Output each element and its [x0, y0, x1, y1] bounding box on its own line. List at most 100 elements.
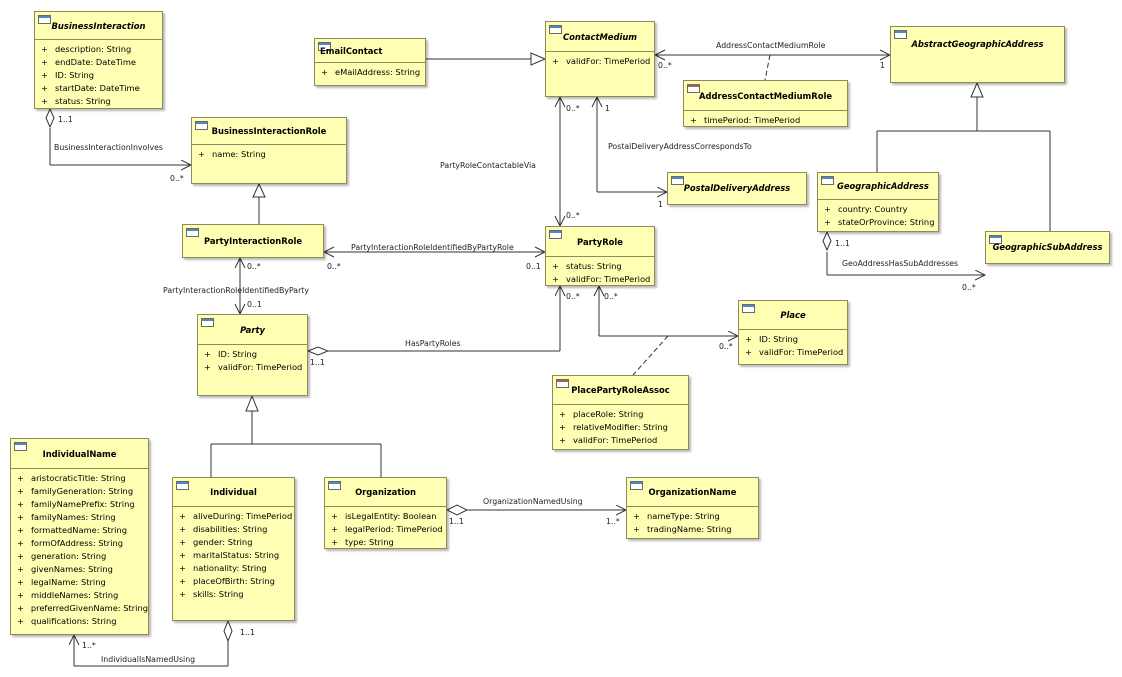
class-postal-delivery-address[interactable]: PostalDeliveryAddress: [667, 172, 807, 205]
assoc-label-organization-named-using: OrganizationNamedUsing: [483, 497, 583, 506]
pir-generalization-triangle: [252, 182, 266, 198]
class-name: PlacePartyRoleAssoc: [571, 385, 670, 395]
class-geographic-sub-address[interactable]: GeographicSubAddress: [985, 231, 1110, 264]
attribute-row[interactable]: +country: Country: [818, 203, 938, 216]
class-address-contact-medium-role[interactable]: AddressContactMediumRole+timePeriod: Tim…: [683, 80, 848, 127]
attribute-row[interactable]: +relativeModifier: String: [553, 421, 688, 434]
visibility-marker: +: [17, 512, 24, 522]
class-party[interactable]: Party+ID: String+validFor: TimePeriod: [197, 314, 308, 396]
assoc-label-party-interaction-role-identified-by-party: PartyInteractionRoleIdentifiedByParty: [163, 286, 309, 295]
attribute-row[interactable]: +placeOfBirth: String: [173, 575, 294, 588]
attribute-text: nameType: String: [647, 511, 720, 521]
attribute-row[interactable]: +preferredGivenName: String: [11, 602, 148, 615]
association-class-icon: [687, 84, 700, 93]
multiplicity: 0..1: [526, 262, 541, 271]
attribute-row[interactable]: +type: String: [325, 536, 446, 549]
class-business-interaction-role[interactable]: BusinessInteractionRole+name: String: [191, 117, 347, 184]
visibility-marker: +: [331, 524, 338, 534]
visibility-marker: +: [559, 422, 566, 432]
attribute-row[interactable]: +endDate: DateTime: [35, 56, 162, 69]
visibility-marker: +: [633, 524, 640, 534]
attribute-row[interactable]: +familyNamePrefix: String: [11, 498, 148, 511]
attribute-text: stateOrProvince: String: [838, 217, 935, 227]
visibility-marker: +: [552, 261, 559, 271]
class-icon: [821, 176, 834, 185]
attribute-text: name: String: [212, 149, 266, 159]
attribute-row[interactable]: +eMailAddress: String: [315, 66, 425, 79]
attribute-row[interactable]: + legalPeriod: TimePeriod: [325, 523, 446, 536]
attribute-row[interactable]: +disabilities: String: [173, 523, 294, 536]
attribute-text: formOfAddress: String: [31, 538, 124, 548]
attribute-row[interactable]: +gender: String: [173, 536, 294, 549]
attribute-row[interactable]: +validFor: TimePeriod: [198, 361, 307, 374]
class-abstract-geographic-address[interactable]: AbstractGeographicAddress: [890, 26, 1065, 83]
multiplicity: 0..*: [604, 292, 618, 301]
attribute-row[interactable]: + stateOrProvince: String: [818, 216, 938, 229]
attribute-row[interactable]: +placeRole: String: [553, 408, 688, 421]
visibility-marker: +: [824, 217, 831, 227]
class-place[interactable]: Place+ID: String+validFor: TimePeriod: [738, 300, 848, 365]
attribute-text: status: String: [566, 261, 622, 271]
class-name: Individual: [210, 487, 257, 497]
attribute-row[interactable]: +ID: String: [739, 333, 847, 346]
visibility-marker: +: [17, 564, 24, 574]
attribute-row[interactable]: +description: String: [35, 43, 162, 56]
class-place-party-role-assoc[interactable]: PlacePartyRoleAssoc +placeRole: String+re…: [552, 375, 689, 450]
attribute-row[interactable]: + name: String: [192, 148, 346, 161]
class-party-role[interactable]: PartyRole+status: String+validFor: TimeP…: [545, 226, 655, 286]
attribute-row[interactable]: +skills: String: [173, 588, 294, 601]
class-name: OrganizationName: [648, 487, 737, 497]
visibility-marker: +: [179, 563, 186, 573]
class-icon: [176, 481, 189, 490]
attribute-row[interactable]: +aliveDuring: TimePeriod: [173, 510, 294, 523]
visibility-marker: +: [321, 67, 328, 77]
attribute-row[interactable]: + status: String: [546, 260, 654, 273]
class-organization[interactable]: Organization+isLegalEntity: Boolean+lega…: [324, 477, 447, 549]
attribute-row[interactable]: +legalName: String: [11, 576, 148, 589]
attribute-row[interactable]: +familyGeneration: String: [11, 485, 148, 498]
class-party-interaction-role[interactable]: PartyInteractionRole: [182, 224, 324, 258]
attribute-row[interactable]: +maritalStatus: String: [173, 549, 294, 562]
attribute-row[interactable]: +ID: String: [198, 348, 307, 361]
attribute-row[interactable]: +middleNames: String: [11, 589, 148, 602]
attribute-row[interactable]: +startDate: DateTime: [35, 82, 162, 95]
attribute-row[interactable]: +nameType: String: [627, 510, 758, 523]
class-geographic-address[interactable]: GeographicAddress+country: Country+state…: [817, 172, 939, 232]
attribute-row[interactable]: +validFor: TimePeriod: [553, 434, 688, 447]
attribute-text: legalPeriod: TimePeriod: [345, 524, 443, 534]
class-contact-medium[interactable]: ContactMedium+validFor: TimePeriod: [545, 21, 655, 97]
attribute-text: gender: String: [193, 537, 253, 547]
attribute-row[interactable]: +aristocraticTitle: String: [11, 472, 148, 485]
class-icon: [328, 481, 341, 490]
attribute-row[interactable]: +formOfAddress: String: [11, 537, 148, 550]
attribute-row[interactable]: +qualifications: String: [11, 615, 148, 628]
attribute-row[interactable]: +tradingName: String: [627, 523, 758, 536]
visibility-marker: +: [204, 349, 211, 359]
attribute-text: familyNames: String: [31, 512, 116, 522]
attribute-row[interactable]: +status: String: [35, 95, 162, 108]
attribute-row[interactable]: + familyNames: String: [11, 511, 148, 524]
class-business-interaction[interactable]: BusinessInteraction+description: String+…: [34, 11, 163, 109]
attribute-row[interactable]: +ID: String: [35, 69, 162, 82]
multiplicity: 1..*: [606, 517, 620, 526]
attribute-row[interactable]: +timePeriod: TimePeriod: [684, 114, 847, 127]
attribute-row[interactable]: +validFor: TimePeriod: [546, 55, 654, 68]
attribute-row[interactable]: +formattedName: String: [11, 524, 148, 537]
attribute-row[interactable]: +givenNames: String: [11, 563, 148, 576]
assoc-label-postal-delivery-address-corresponds-to: PostalDeliveryAddressCorrespondsTo: [608, 142, 752, 151]
attribute-row[interactable]: +validFor: TimePeriod: [546, 273, 654, 286]
visibility-marker: +: [17, 525, 24, 535]
class-individual-name[interactable]: IndividualName+aristocraticTitle: String…: [10, 438, 149, 635]
class-organization-name[interactable]: OrganizationName+nameType: String+tradin…: [626, 477, 759, 539]
attribute-row[interactable]: +validFor: TimePeriod: [739, 346, 847, 359]
attribute-row[interactable]: +isLegalEntity: Boolean: [325, 510, 446, 523]
visibility-marker: +: [824, 204, 831, 214]
multiplicity: 0..*: [247, 262, 261, 271]
class-individual[interactable]: Individual +aliveDuring: TimePeriod+disab…: [172, 477, 295, 621]
class-email-contact[interactable]: EmailContact+eMailAddress: String: [314, 38, 426, 86]
pir-arrow-left: [322, 246, 335, 258]
attribute-row[interactable]: +generation: String: [11, 550, 148, 563]
visibility-marker: +: [198, 149, 205, 159]
attribute-row[interactable]: +nationality: String: [173, 562, 294, 575]
